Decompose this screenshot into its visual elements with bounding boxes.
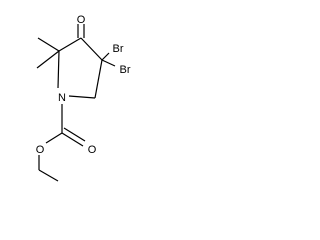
bond-n1-c2 — [57, 50, 60, 89]
bond-c3-c4 — [80, 37, 103, 61]
atom-label-ketone-oxygen: O — [77, 14, 86, 26]
structure-diagram: O Br Br N O O — [36, 14, 131, 182]
atom-label-bromine-top: Br — [113, 43, 124, 55]
bond-c4-c5 — [94, 59, 103, 99]
atom-label-ester-oxygen: O — [36, 144, 45, 156]
bond-carbonyl-ester-o — [45, 132, 63, 144]
bond-carbonyl-o-double-2 — [63, 127, 86, 142]
atom-label-bromine-right: Br — [120, 64, 131, 76]
bond-c2-methyl-1 — [37, 37, 60, 52]
atom-label-ring-nitrogen: N — [58, 92, 66, 104]
bond-c5-n1 — [68, 95, 96, 99]
bond-ch2-ch3 — [38, 169, 59, 182]
bond-c4-br-right — [101, 59, 116, 67]
bond-c4-br-top — [101, 52, 110, 61]
bond-c2-c3 — [58, 37, 82, 52]
atom-label-carbonyl-oxygen: O — [88, 144, 97, 156]
bond-carbonyl-o-double-1 — [61, 132, 84, 147]
bond-c2-methyl-2 — [36, 50, 60, 69]
